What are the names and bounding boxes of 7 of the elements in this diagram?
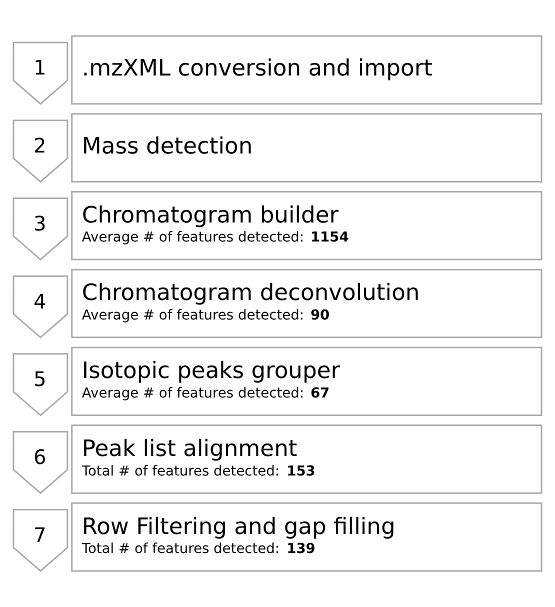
node-box: Row Filtering and gap filling Total # of features detected: 139	[71, 502, 542, 572]
node-box: Peak list alignment Total # of features detected: 153	[71, 424, 542, 494]
node-box: Mass detection	[71, 113, 542, 182]
node-box: Chromatogram builder Average # of features detected: 1154	[71, 190, 542, 260]
node-box: Isotopic peaks grouper Average # of features detected: 67	[71, 346, 542, 416]
node-box: Chromatogram deconvolution Average # of features detected: 90	[71, 268, 542, 338]
node-box: .mzXML conversion and import	[71, 35, 542, 105]
